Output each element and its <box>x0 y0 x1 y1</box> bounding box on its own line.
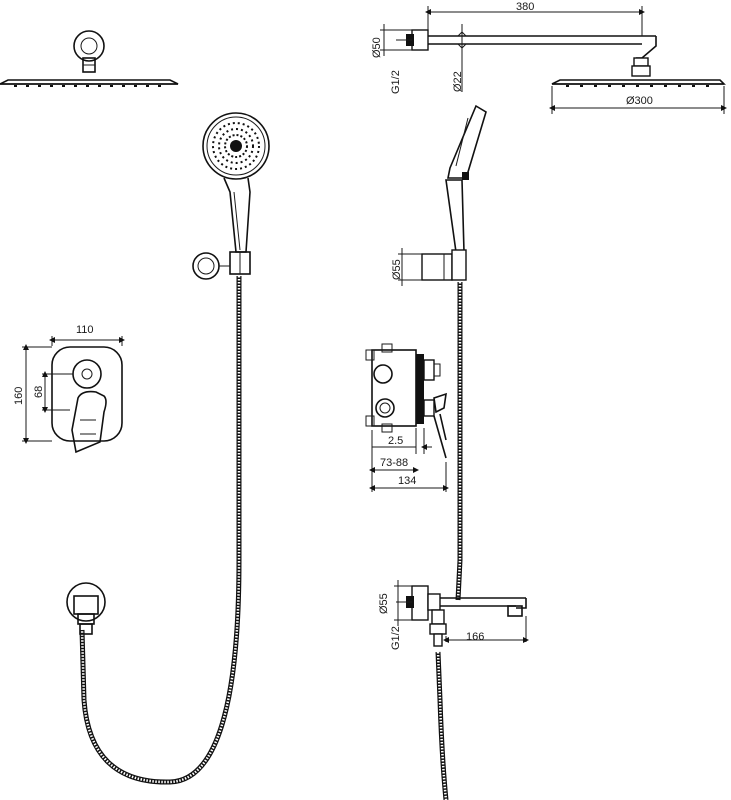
dim-spout-length: 166 <box>466 631 484 643</box>
shower-arm-side-view: 380 Ø50 G1/2 Ø22 Ø300 <box>371 1 727 114</box>
dim-valve-width: 110 <box>76 324 94 336</box>
dim-valve-total-depth: 134 <box>398 475 416 487</box>
diverter-valve-front-view: 110 160 68 <box>13 324 125 454</box>
dim-valve-depth-range: 73-88 <box>380 457 408 469</box>
concealed-box-side-view: 2.5 73-88 134 <box>365 343 449 492</box>
wall-outlet-front-view <box>66 582 106 635</box>
dim-arm-diameter: Ø22 <box>452 71 464 92</box>
spray-dots <box>212 122 260 170</box>
dim-inlet-thread-top: G1/2 <box>390 70 402 94</box>
dim-valve-handle-offset: 68 <box>33 386 45 398</box>
shower-hose <box>79 276 242 785</box>
dim-inlet-thread-bottom: G1/2 <box>390 626 402 650</box>
dim-arm-length: 380 <box>516 1 534 13</box>
hand-shower-front-view <box>192 112 270 280</box>
dim-head-diameter: Ø300 <box>626 95 653 107</box>
dim-valve-height: 160 <box>13 387 25 405</box>
shower-head-front-view <box>0 30 179 87</box>
dim-spout-flange-diameter: Ø55 <box>378 593 390 614</box>
dim-wall-flange-diameter: Ø50 <box>371 37 383 58</box>
slide-rail-hose <box>435 282 463 800</box>
bath-spout-side-view: Ø55 G1/2 166 <box>378 580 529 650</box>
dim-holder-diameter: Ø55 <box>391 259 403 280</box>
dim-valve-gap: 2.5 <box>388 435 403 447</box>
hand-shower-side-view: Ø55 <box>391 104 487 286</box>
